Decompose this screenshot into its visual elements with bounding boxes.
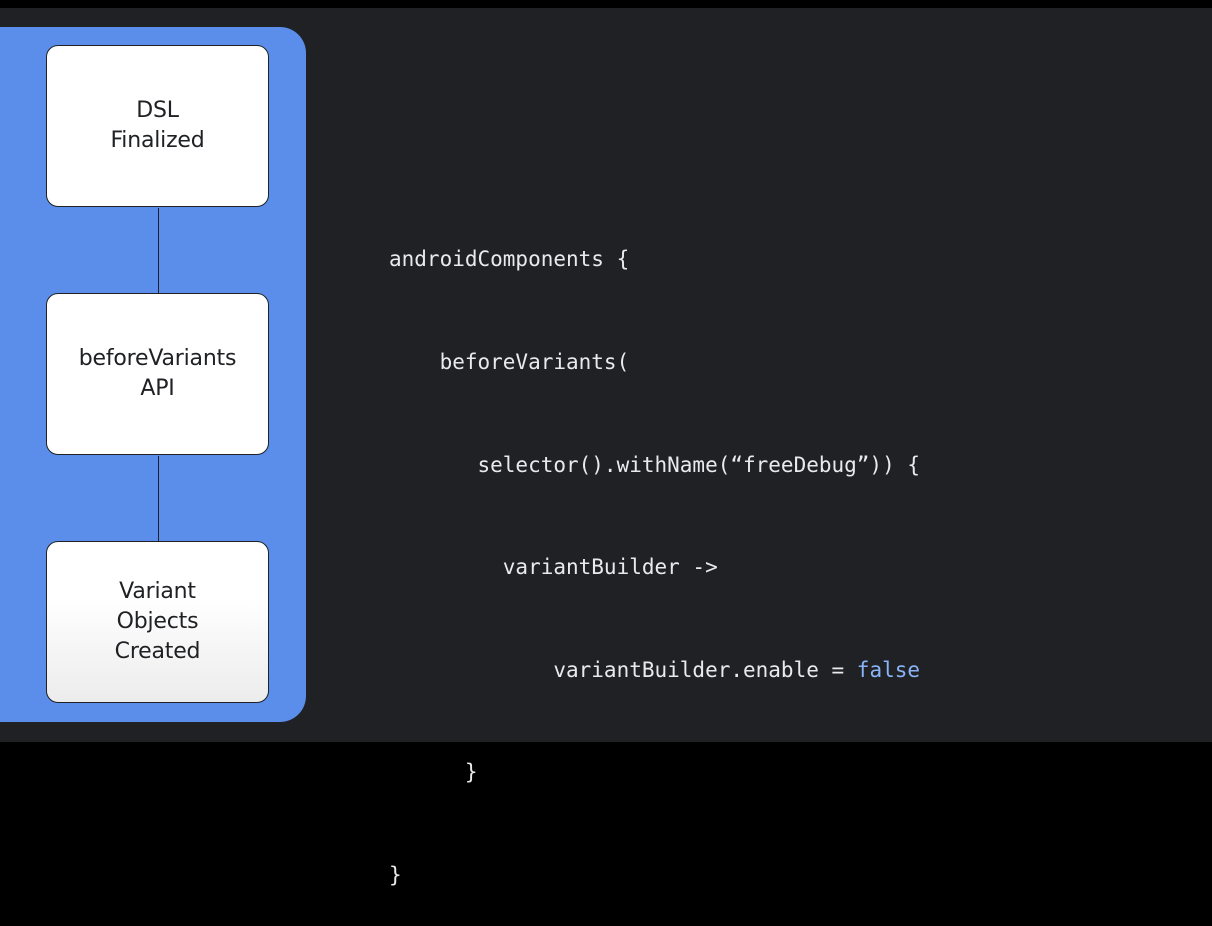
lifecycle-panel: DSL Finalized beforeVariants API Variant… (0, 27, 306, 722)
code-line: selector().withName(“freeDebug”)) { (389, 452, 921, 477)
connector-line-1 (158, 208, 159, 294)
code-line: variantBuilder.enable = false (389, 657, 921, 682)
code-line: variantBuilder -> (389, 555, 718, 580)
code-line: beforeVariants( (389, 350, 630, 374)
stage-box-dsl-finalized: DSL Finalized (46, 45, 269, 207)
stage-box-before-variants-api: beforeVariants API (46, 293, 269, 455)
code-line: } (389, 760, 478, 785)
stage-label: DSL Finalized (110, 98, 205, 153)
keyword-false: false (856, 657, 921, 682)
stage-label: beforeVariants API (78, 346, 237, 401)
slide: DSL Finalized beforeVariants API Variant… (0, 8, 1212, 742)
stage-label: Variant Objects Created (114, 579, 201, 664)
code-line: androidComponents { (389, 247, 630, 272)
connector-line-2 (158, 456, 159, 542)
code-line: } (389, 862, 402, 887)
stage-box-variant-objects-created: Variant Objects Created (46, 541, 269, 703)
code-block: androidComponents { beforeVariants( sele… (389, 174, 920, 926)
